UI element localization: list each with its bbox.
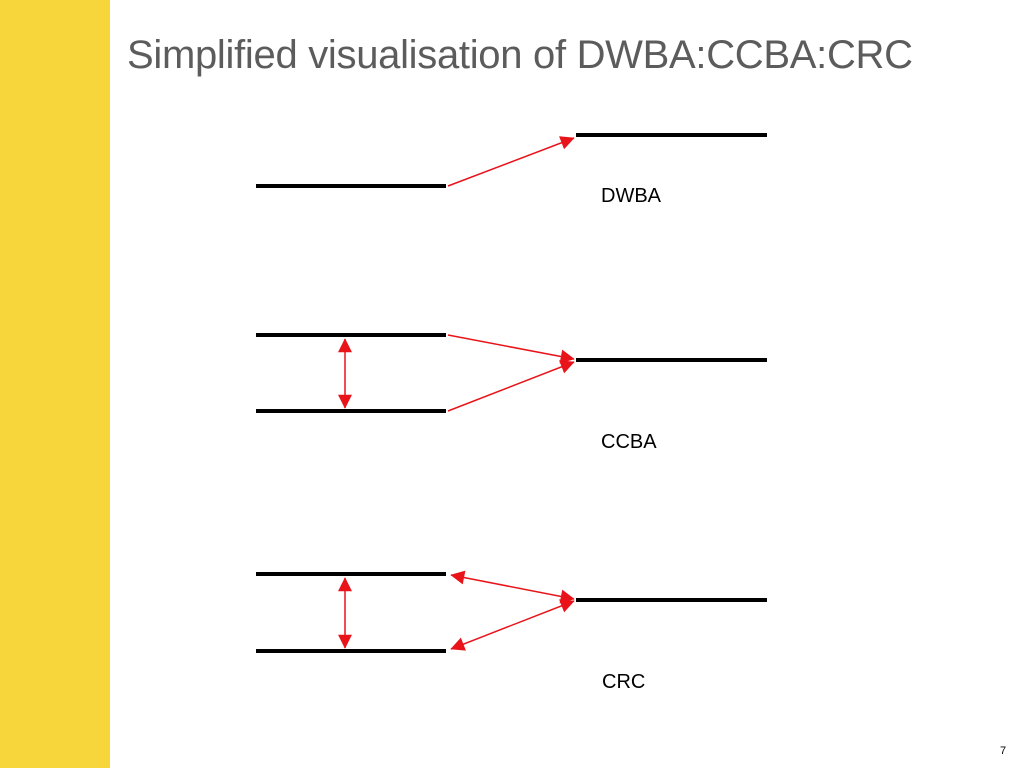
slide-title: Simplified visualisation of DWBA:CCBA:CR… [127, 33, 913, 77]
side-accent-bar [0, 0, 110, 768]
ccba-label: CCBA [601, 431, 657, 453]
ccba-lower-transfer-arrow [447, 360, 575, 412]
crc-lower-transfer-arrow [450, 599, 575, 651]
page-number: 7 [1000, 745, 1007, 757]
dwba-transfer-arrow [447, 136, 575, 187]
ccba-group [256, 333, 767, 413]
dwba-group [256, 133, 767, 188]
ccba-upper-transfer-arrow [447, 334, 575, 364]
crc-label: CRC [602, 671, 646, 693]
dwba-label: DWBA [601, 185, 661, 207]
crc-upper-transfer-arrow [450, 570, 575, 604]
crc-group [256, 570, 767, 653]
